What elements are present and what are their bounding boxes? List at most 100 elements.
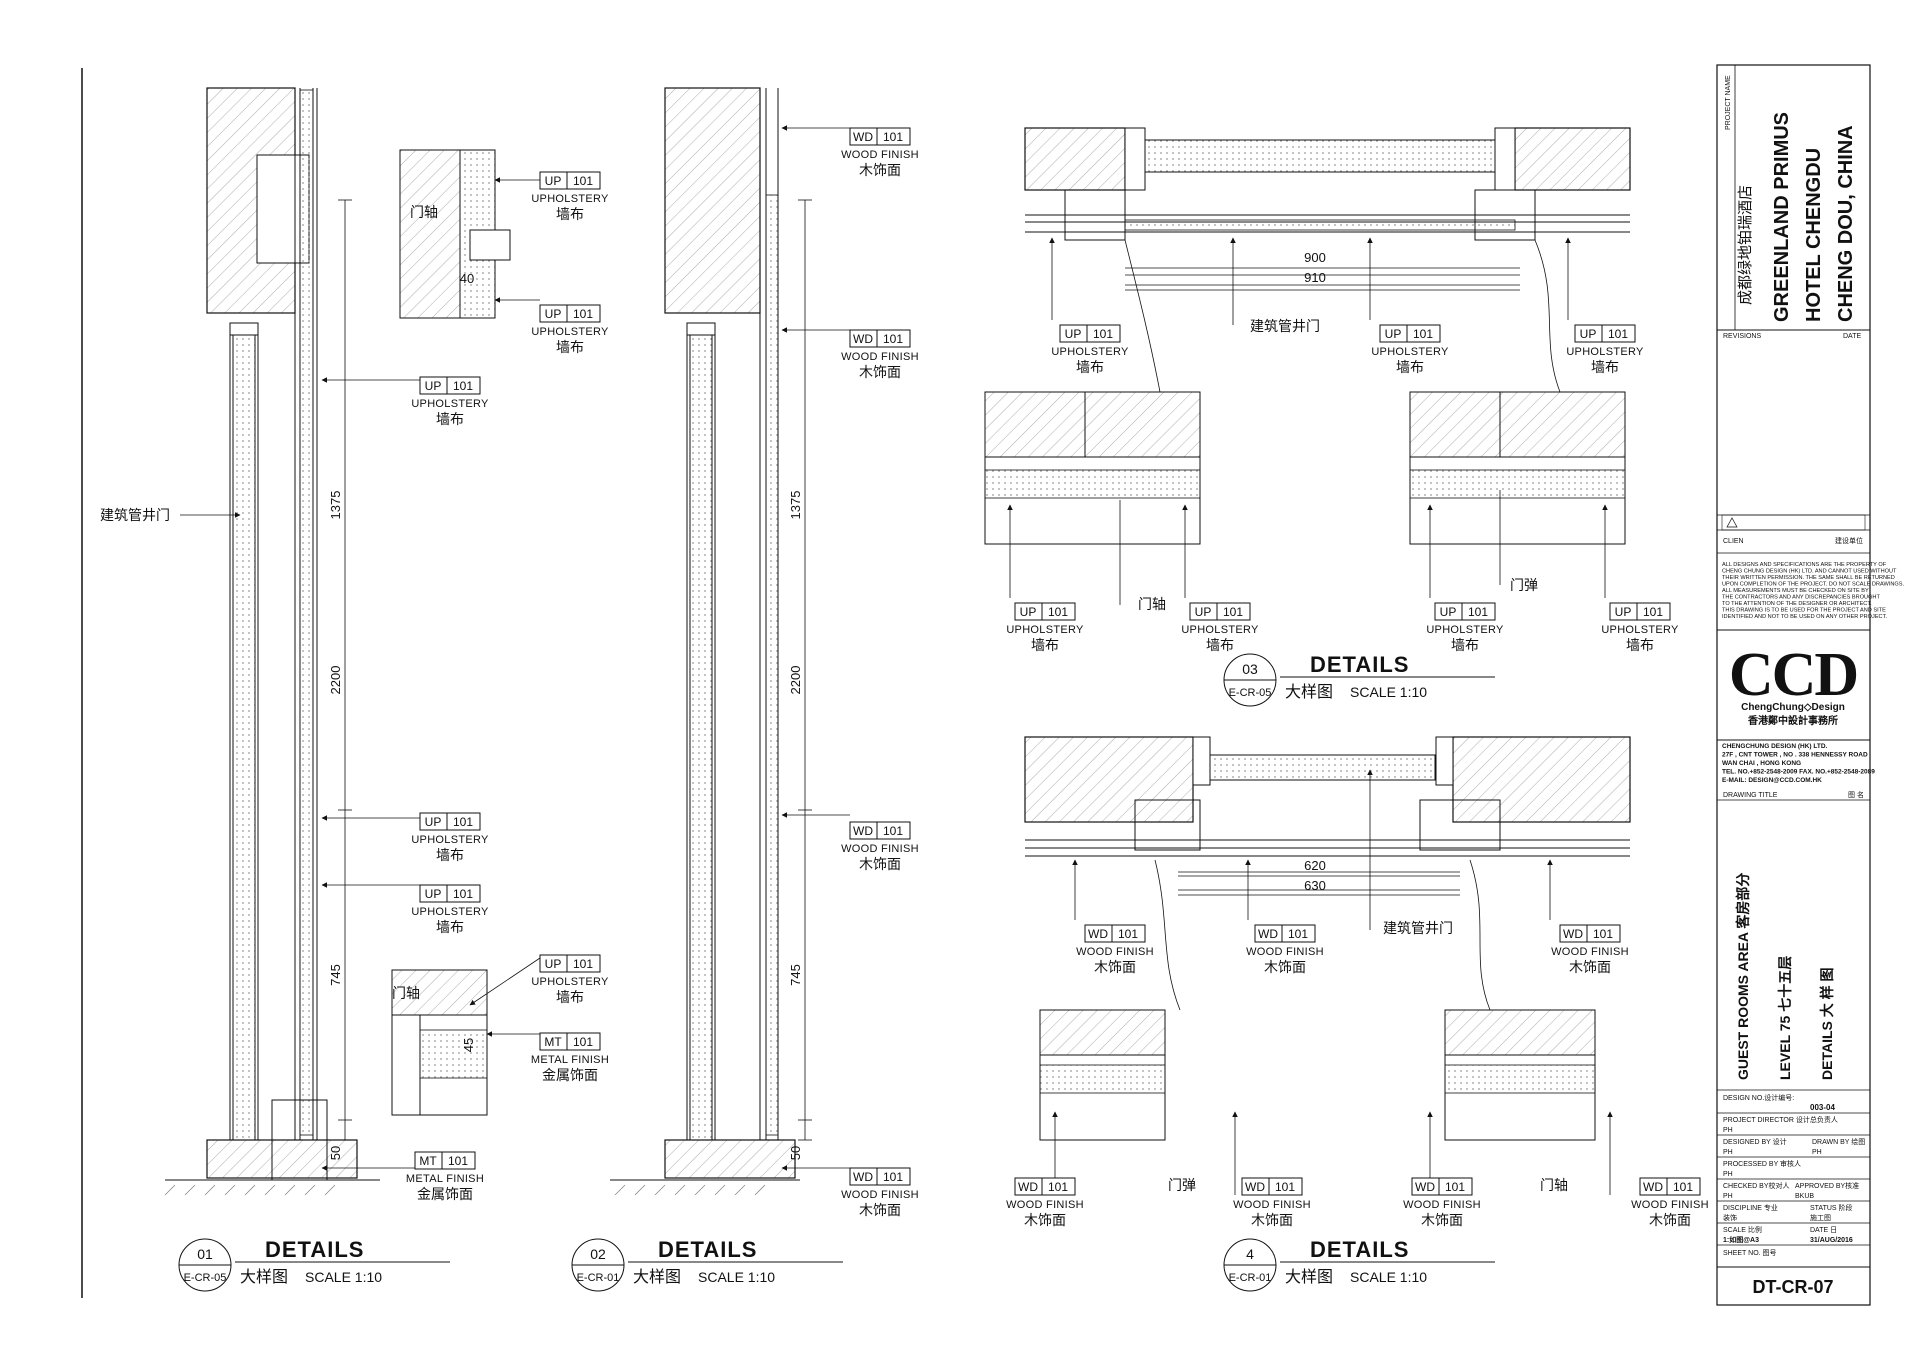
tag-label-cn: 木饰面 [1569,959,1611,975]
dimension-w620: 620 [1304,858,1326,873]
tag-label-cn: 木饰面 [859,1202,901,1218]
project-director-label: PROJECT DIRECTOR 设计总负责人 [1723,1115,1838,1124]
tag-label-en: UPHOLSTERY [1371,346,1449,358]
tag-number: 101 [1048,1180,1068,1194]
detail-heading-cn: 大样图 [1285,1268,1333,1286]
dimension-h1375: 1375 [788,491,803,520]
disclaimer: ALL DESIGNS AND SPECIFICATIONS ARE THE P… [1722,562,1904,620]
note-shaft-door: 建筑管井门 [1250,318,1320,334]
detail-ref: E-CR-05 [184,1272,227,1284]
tag-code: WD [1245,1180,1265,1194]
discipline-val: 装饰 [1723,1213,1737,1222]
tag-code: UP [1440,605,1457,619]
tag-code: WD [1563,927,1583,941]
tag-code: UP [1580,327,1597,341]
ccd-logo: CCD [1729,641,1857,709]
dimension-h50: 50 [788,1146,803,1160]
project-line-1: GREENLAND PRIMUS [1771,112,1793,322]
tag-number: 101 [883,824,903,838]
note-pivot: 门轴 [1540,1177,1568,1193]
tag-label-en: UPHOLSTERY [1566,346,1644,358]
tag-code: UP [1195,605,1212,619]
disclaimer-line: THIS DRAWING IS TO BE USED FOR THE PROJE… [1722,608,1886,614]
tag-code: WD [1088,927,1108,941]
disclaimer-line: THEIR WRITTEN PERMISSION. THE SAME SHALL… [1722,575,1895,581]
tag-label-en: UPHOLSTERY [531,976,609,988]
tag-label-en: UPHOLSTERY [1426,624,1504,636]
tag-number: 101 [1643,605,1663,619]
dimension-w900: 900 [1304,250,1326,265]
drawing-title-1: GUEST ROOMS AREA 客房部分 [1735,873,1751,1080]
tag-label-cn: 木饰面 [859,364,901,380]
detail-01-section [164,87,541,1196]
tag-label-en: WOOD FINISH [1246,946,1324,958]
detail-scale: SCALE 1:10 [1350,684,1427,700]
tag-label-cn: 墙布 [436,847,464,863]
tag-code: WD [1643,1180,1663,1194]
status-label: STATUS 阶段 [1810,1203,1853,1212]
tag-number: 101 [1445,1180,1465,1194]
date-label: DATE 日 [1810,1226,1837,1234]
tag-label-cn: 木饰面 [1264,959,1306,975]
project-name-label: PROJECT NAME [1725,75,1732,130]
detail-ref: E-CR-05 [1229,687,1272,699]
disclaimer-line: THE CONTRACTORS AND ANY DISCREPANCIES BR… [1722,595,1880,601]
detail-number: 4 [1246,1246,1254,1262]
project-line-2: HOTEL CHENGDU [1803,148,1825,322]
tag-code: WD [1018,1180,1038,1194]
tag-code: WD [1258,927,1278,941]
disclaimer-line: TO THE ATTENTION OF THE DESIGNER OR ARCH… [1722,601,1872,607]
tag-number: 101 [1593,927,1613,941]
detail-scale: SCALE 1:10 [698,1269,775,1285]
tag-label-cn: 木饰面 [1094,959,1136,975]
tag-label-en: METAL FINISH [406,1173,484,1185]
drawing-title-2: LEVEL 75 七十五层 [1777,956,1793,1080]
project-director-val: PH [1723,1127,1733,1134]
designed-by-val: PH [1723,1149,1733,1156]
tag-number: 101 [1468,605,1488,619]
detail-heading: DETAILS [1310,652,1409,677]
tag-label-en: WOOD FINISH [841,843,919,855]
company-line: E-MAIL: DESIGN@CCD.COM.HK [1722,777,1822,784]
disclaimer-line: IDENTIFIED AND NOT TO BE USED ON ANY OTH… [1722,614,1887,620]
note-spring: 门弹 [1510,577,1538,593]
design-no: 003-04 [1810,1103,1835,1112]
dimension-h745: 745 [788,964,803,986]
tag-number: 101 [1413,327,1433,341]
processed-by-val: PH [1723,1171,1733,1178]
tag-label-cn: 墙布 [1396,359,1424,375]
drawn-by-label: DRAWN BY 绘图 [1812,1137,1865,1146]
tag-number: 101 [573,174,593,188]
dimension-d40: 40 [460,271,474,286]
tag-label-cn: 木饰面 [1649,1212,1691,1228]
tag-code: UP [425,815,442,829]
disclaimer-line: UPON COMPLETION OF THE PROJECT. DO NOT S… [1722,582,1904,588]
date-label-top: DATE [1843,333,1861,340]
disclaimer-line: ALL DESIGNS AND SPECIFICATIONS ARE THE P… [1722,562,1887,568]
company-line: TEL. NO.+852-2548-2009 FAX. NO.+852-2548… [1722,769,1875,776]
detail-02-section [610,87,850,1196]
tag-code: UP [1065,327,1082,341]
company-info: CHENGCHUNG DESIGN (HK) LTD.27F , CNT TOW… [1722,743,1875,784]
tag-label-en: WOOD FINISH [841,149,919,161]
tag-label-cn: 墙布 [1206,637,1234,653]
dimension-d45: 45 [461,1038,476,1052]
client-cn: 建设单位 [1835,536,1863,545]
tag-label-cn: 墙布 [436,411,464,427]
